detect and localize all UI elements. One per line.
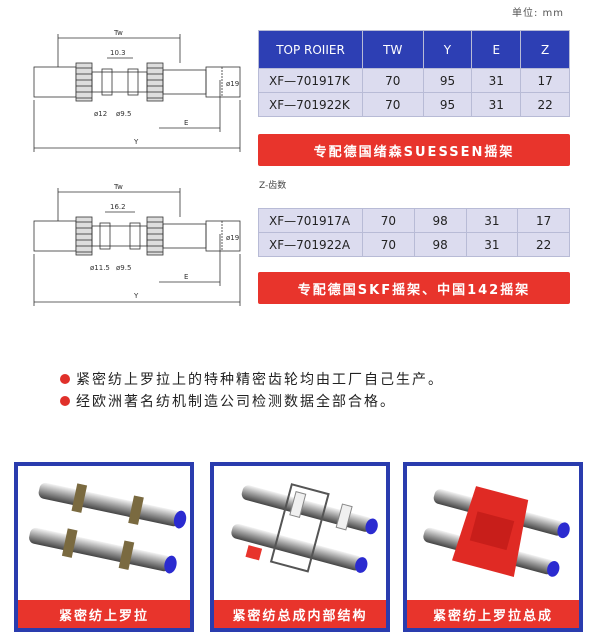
cell-model: XF—701922K xyxy=(258,92,363,117)
gap-label-2: 16.2 xyxy=(110,203,126,211)
cell-model: XF—701917K xyxy=(258,68,363,93)
spec-table-a: XF—701917A 70 98 31 17 XF—701922A 70 98 … xyxy=(258,208,570,257)
photo-top-roller: 紧密纺上罗拉 xyxy=(14,462,194,632)
tw-label-1: Tw xyxy=(113,29,123,37)
roller-drawing-k: Tw 10.3 ø12 ø9.5 ø19 E Y xyxy=(14,20,250,160)
cell-y: 98 xyxy=(413,232,467,257)
cell-y: 95 xyxy=(422,92,473,117)
cell-model: XF—701922A xyxy=(258,232,363,257)
dia-19-label-1: ø19 xyxy=(226,80,239,88)
photo-inner-structure: 紧密纺总成内部结构 xyxy=(210,462,390,632)
cell-e: 31 xyxy=(465,208,519,233)
skf-banner: 专配德国SKF摇架、中国142摇架 xyxy=(258,272,570,304)
list-item: 紧密纺上罗拉上的特种精密齿轮均由工厂自己生产。 xyxy=(60,368,444,390)
header-z: Z xyxy=(520,30,570,69)
cell-e: 31 xyxy=(471,68,522,93)
photo-caption: 紧密纺总成内部结构 xyxy=(214,600,386,628)
cell-e: 31 xyxy=(465,232,519,257)
y-label-2: Y xyxy=(133,292,139,300)
cell-y: 98 xyxy=(413,208,467,233)
dia-115-label: ø11.5 xyxy=(90,264,110,272)
y-label-1: Y xyxy=(133,138,139,146)
roller-drawing-a: Tw 16.2 ø11.5 ø9.5 ø19 E Y xyxy=(14,178,250,318)
table-row: XF—701922A 70 98 31 22 xyxy=(258,232,570,257)
dia-95-label-2: ø9.5 xyxy=(116,264,131,272)
e-label-2: E xyxy=(184,273,188,281)
cell-z: 22 xyxy=(517,232,570,257)
table-row: XF—701917K 70 95 31 17 xyxy=(258,68,570,93)
bullet-dot-icon xyxy=(60,396,70,406)
cell-z: 22 xyxy=(520,92,570,117)
list-item: 经欧洲著名纺机制造公司检测数据全部合格。 xyxy=(60,390,444,412)
cell-tw: 70 xyxy=(362,232,415,257)
cell-tw: 70 xyxy=(362,208,415,233)
bullet-text: 紧密纺上罗拉上的特种精密齿轮均由工厂自己生产。 xyxy=(76,372,444,388)
header-model: TOP ROIIER xyxy=(258,30,363,69)
top-roller-image xyxy=(29,482,187,574)
photo-caption: 紧密纺上罗拉 xyxy=(18,600,190,628)
bullet-dot-icon xyxy=(60,374,70,384)
cell-tw: 70 xyxy=(362,68,424,93)
unit-label: 单位: mm xyxy=(512,8,565,19)
gap-label-1: 10.3 xyxy=(110,49,126,57)
dia-19-label-2: ø19 xyxy=(226,234,239,242)
roller-drawing-k-svg: Tw 10.3 ø12 ø9.5 ø19 E Y xyxy=(33,29,241,152)
header-e: E xyxy=(471,30,522,69)
spec-table-header: TOP ROIIER TW Y E Z xyxy=(258,30,570,69)
dia-12-label: ø12 xyxy=(94,110,107,118)
z-note: Z-齿数 xyxy=(259,181,287,191)
inner-structure-image xyxy=(231,483,378,573)
table-row: XF—701922K 70 95 31 22 xyxy=(258,92,570,117)
cell-tw: 70 xyxy=(362,92,424,117)
photo-caption: 紧密纺上罗拉总成 xyxy=(407,600,579,628)
tw-label-2: Tw xyxy=(113,183,123,191)
cell-z: 17 xyxy=(517,208,570,233)
cell-e: 31 xyxy=(471,92,522,117)
feature-list: 紧密纺上罗拉上的特种精密齿轮均由工厂自己生产。 经欧洲著名纺机制造公司检测数据全… xyxy=(60,368,444,412)
header-tw: TW xyxy=(362,30,424,69)
spec-table-k: TOP ROIIER TW Y E Z XF—701917K 70 95 31 … xyxy=(258,30,570,117)
cell-y: 95 xyxy=(422,68,473,93)
suessen-banner: 专配德国绪森SUESSEN摇架 xyxy=(258,134,570,166)
cell-z: 17 xyxy=(520,68,570,93)
header-y: Y xyxy=(422,30,473,69)
table-row: XF—701917A 70 98 31 17 xyxy=(258,208,570,233)
cell-model: XF—701917A xyxy=(258,208,363,233)
bullet-text: 经欧洲著名纺机制造公司检测数据全部合格。 xyxy=(76,394,396,410)
photo-roller-assembly: 紧密纺上罗拉总成 xyxy=(403,462,583,632)
dia-95-label-1: ø9.5 xyxy=(116,110,131,118)
roller-assembly-image xyxy=(423,486,570,577)
e-label-1: E xyxy=(184,119,188,127)
roller-drawing-a-svg: Tw 16.2 ø11.5 ø9.5 ø19 E Y xyxy=(33,183,241,306)
